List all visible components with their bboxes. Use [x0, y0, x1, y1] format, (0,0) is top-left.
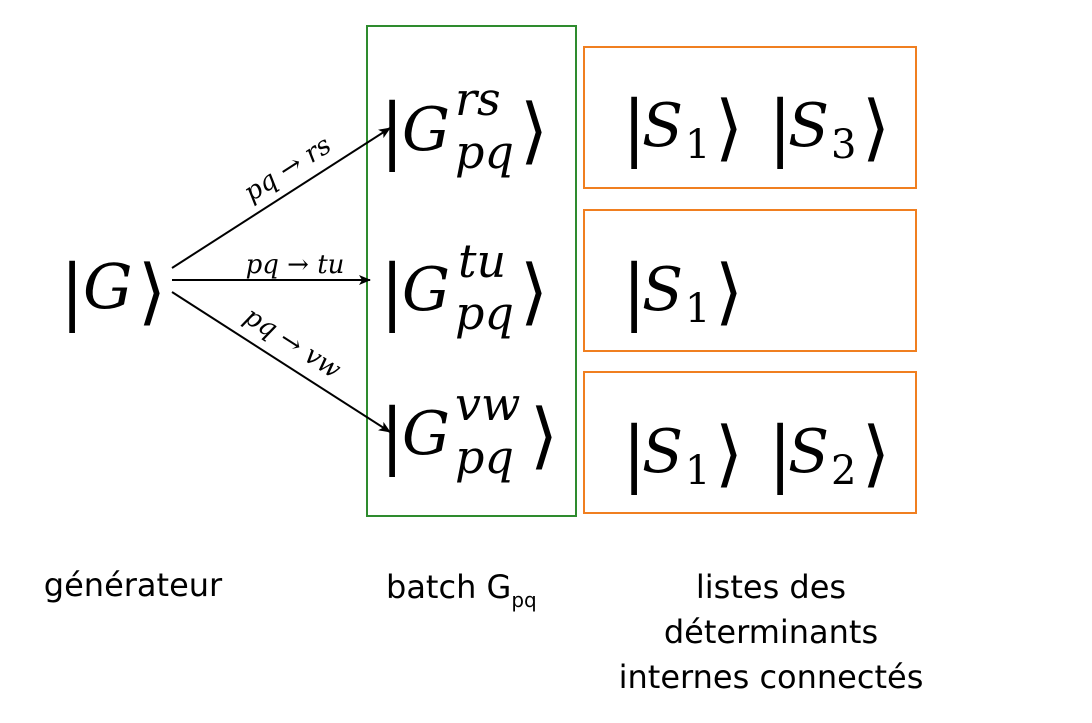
determinant-ket: | S 1 ⟩ — [622, 85, 743, 169]
arrow-label: pq → rs — [239, 130, 337, 208]
arrow-label: pq → vw — [239, 301, 347, 385]
svg-text:1: 1 — [685, 122, 710, 168]
lists-caption-line: internes connectés — [619, 658, 924, 696]
svg-text:⟩: ⟩ — [715, 249, 743, 333]
svg-text:S: S — [642, 91, 683, 161]
list-box — [583, 46, 917, 189]
svg-text:vw: vw — [455, 377, 520, 431]
excitation-arrow — [171, 127, 391, 269]
generator-caption: générateur — [44, 566, 223, 604]
svg-text:|: | — [380, 88, 404, 172]
svg-text:1: 1 — [685, 286, 710, 332]
batch-ket: | G tu pq ⟩ — [380, 234, 548, 340]
determinant-ket: | S 1 ⟩ — [622, 249, 743, 333]
svg-text:pq: pq — [455, 286, 514, 340]
svg-text:G: G — [83, 250, 133, 323]
svg-text:S: S — [642, 255, 683, 325]
svg-text:S: S — [788, 417, 829, 487]
lists-caption-line: listes des — [696, 568, 846, 606]
list-box — [583, 209, 917, 352]
svg-text:|: | — [768, 85, 792, 169]
svg-text:S: S — [788, 91, 829, 161]
svg-text:rs: rs — [455, 72, 501, 126]
svg-text:2: 2 — [831, 448, 856, 494]
svg-text:|: | — [380, 249, 404, 333]
batch-caption: batch Gpq — [386, 568, 537, 612]
svg-text:⟩: ⟩ — [530, 393, 558, 477]
generator-ket: | G ⟩ — [60, 249, 166, 333]
svg-text:⟩: ⟩ — [520, 88, 548, 172]
svg-text:⟩: ⟩ — [715, 85, 743, 169]
list-box — [583, 371, 917, 514]
svg-text:3: 3 — [831, 122, 856, 168]
svg-text:|: | — [622, 85, 646, 169]
svg-text:pq: pq — [455, 125, 514, 179]
batch-caption-sub: pq — [511, 588, 536, 612]
excitation-arrow — [171, 291, 391, 433]
svg-text:⟩: ⟩ — [862, 85, 890, 169]
svg-text:⟩: ⟩ — [862, 411, 890, 495]
svg-text:|: | — [60, 249, 84, 333]
lists-caption-line: déterminants — [664, 613, 878, 651]
batch-box — [366, 25, 577, 517]
determinant-ket: | S 2 ⟩ — [768, 411, 890, 495]
determinant-ket: | S 1 ⟩ — [622, 411, 743, 495]
svg-text:1: 1 — [685, 448, 710, 494]
svg-text:⟩: ⟩ — [715, 411, 743, 495]
svg-text:pq: pq — [455, 430, 514, 484]
svg-text:S: S — [642, 417, 683, 487]
svg-text:|: | — [622, 249, 646, 333]
batch-caption-main: batch G — [386, 568, 511, 606]
determinant-ket: | S 3 ⟩ — [768, 85, 890, 169]
svg-text:⟩: ⟩ — [138, 249, 166, 333]
arrow-label: pq → tu — [246, 250, 345, 280]
svg-text:⟩: ⟩ — [520, 249, 548, 333]
svg-text:G: G — [402, 255, 450, 325]
svg-text:G: G — [402, 399, 450, 469]
svg-text:|: | — [380, 393, 404, 477]
svg-text:G: G — [402, 95, 450, 165]
batch-ket: | G rs pq ⟩ — [380, 72, 548, 179]
svg-text:tu: tu — [458, 234, 506, 288]
batch-ket: | G vw pq ⟩ — [380, 377, 558, 484]
svg-text:|: | — [768, 411, 792, 495]
svg-text:|: | — [622, 411, 646, 495]
